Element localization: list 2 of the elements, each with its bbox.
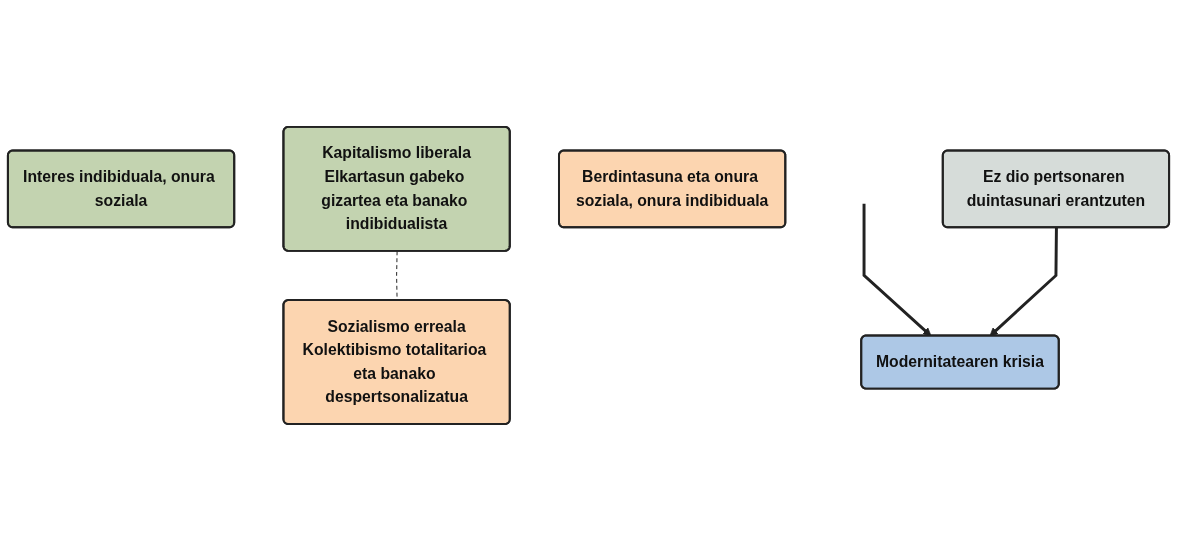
arrow xyxy=(989,227,1058,336)
arrow xyxy=(862,203,932,336)
